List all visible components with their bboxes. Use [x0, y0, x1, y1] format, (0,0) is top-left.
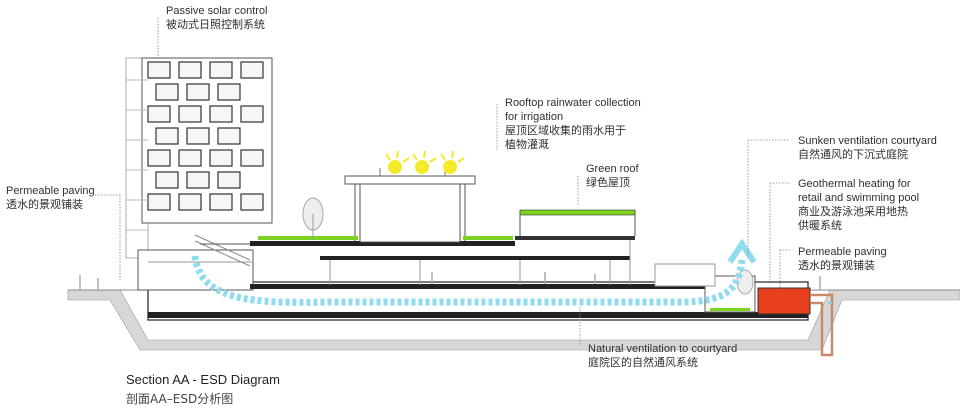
- facade-panel: [217, 83, 241, 101]
- label-permeable-right: Permeable paving: [798, 246, 887, 258]
- leader-lines: [95, 18, 790, 345]
- pavilion: [344, 168, 476, 243]
- label-natural-vent: Natural ventilation to courtyard: [588, 343, 738, 355]
- facade-panel: [155, 171, 179, 189]
- ventilation-arrow-head: [727, 238, 757, 264]
- tree-icon: [302, 197, 324, 240]
- facade-panel: [186, 171, 210, 189]
- deck-slab-4: [515, 236, 635, 240]
- label-permeable-left-cn: 透水的景观铺装: [6, 198, 83, 211]
- ventilation-flow: [191, 255, 746, 306]
- facade-panel: [240, 61, 264, 79]
- facade-panel: [147, 61, 171, 79]
- tower-facade-grid: [147, 61, 264, 211]
- label-passive-solar-cn: 被动式日照控制系统: [166, 18, 265, 31]
- deck-slab-2: [250, 284, 720, 289]
- facade-panel: [155, 127, 179, 145]
- label-passive-solar: Passive solar control: [166, 5, 268, 17]
- label-permeable-right-cn: 透水的景观铺装: [798, 259, 875, 272]
- basement-slab: [148, 312, 808, 318]
- facade-panel: [240, 193, 264, 211]
- building-right: [654, 263, 716, 287]
- facade-panel: [186, 83, 210, 101]
- green-roof-left: [258, 236, 358, 240]
- label-rooftop-rain-cn: 屋顶区域收集的雨水用于: [505, 124, 626, 137]
- facade-panel: [178, 149, 202, 167]
- facade-panel: [209, 105, 233, 123]
- label-rooftop-rain: Rooftop rainwater collection: [505, 97, 641, 109]
- label-natural-vent-cn: 庭院区的自然通风系统: [588, 356, 698, 369]
- facade-panel: [147, 193, 171, 211]
- facade-panel: [178, 61, 202, 79]
- facade-panel: [209, 149, 233, 167]
- person-icons: [79, 272, 821, 290]
- facade-panel: [178, 105, 202, 123]
- label-sunken-courtyard: Sunken ventilation courtyard: [798, 135, 937, 147]
- facade-panel: [217, 171, 241, 189]
- geothermal-plant: [757, 287, 811, 315]
- facade-panel: [217, 127, 241, 145]
- label-geothermal-2: retail and swimming pool: [798, 192, 920, 204]
- facade-panel: [186, 127, 210, 145]
- facade-panel: [178, 193, 202, 211]
- label-green-roof: Green roof: [586, 163, 639, 175]
- deck-slab-3: [320, 256, 630, 260]
- facade-panel: [240, 105, 264, 123]
- green-roof-upper: [519, 209, 636, 216]
- facade-panel: [147, 149, 171, 167]
- label-geothermal-cn-2: 供暖系统: [798, 219, 842, 232]
- label-geothermal: Geothermal heating for: [798, 178, 911, 190]
- diagram-title: Section AA - ESD Diagram: [126, 372, 280, 387]
- label-permeable-left: Permeable paving: [6, 185, 95, 197]
- facade-panel: [155, 83, 179, 101]
- facade-panel: [147, 105, 171, 123]
- label-rooftop-rain-2: for irrigation: [505, 111, 564, 123]
- podium-left: [137, 234, 254, 291]
- label-sunken-courtyard-cn: 自然通风的下沉式庭院: [798, 148, 908, 161]
- diagram-subtitle: 剖面AA–ESD分析图: [126, 392, 234, 406]
- green-roof-mid: [463, 236, 513, 240]
- label-rooftop-rain-cn-2: 植物灌溉: [505, 138, 549, 151]
- label-green-roof-cn: 绿色屋顶: [586, 176, 630, 189]
- tower: [125, 57, 273, 259]
- rain-collector-icons: [385, 150, 465, 174]
- label-geothermal-cn: 商业及游泳池采用地热: [798, 205, 908, 218]
- deck-slab-1: [250, 241, 515, 246]
- facade-panel: [209, 193, 233, 211]
- facade-panel: [209, 61, 233, 79]
- ground-mass: [67, 289, 960, 351]
- facade-panel: [240, 149, 264, 167]
- geothermal-pipe: [810, 293, 834, 357]
